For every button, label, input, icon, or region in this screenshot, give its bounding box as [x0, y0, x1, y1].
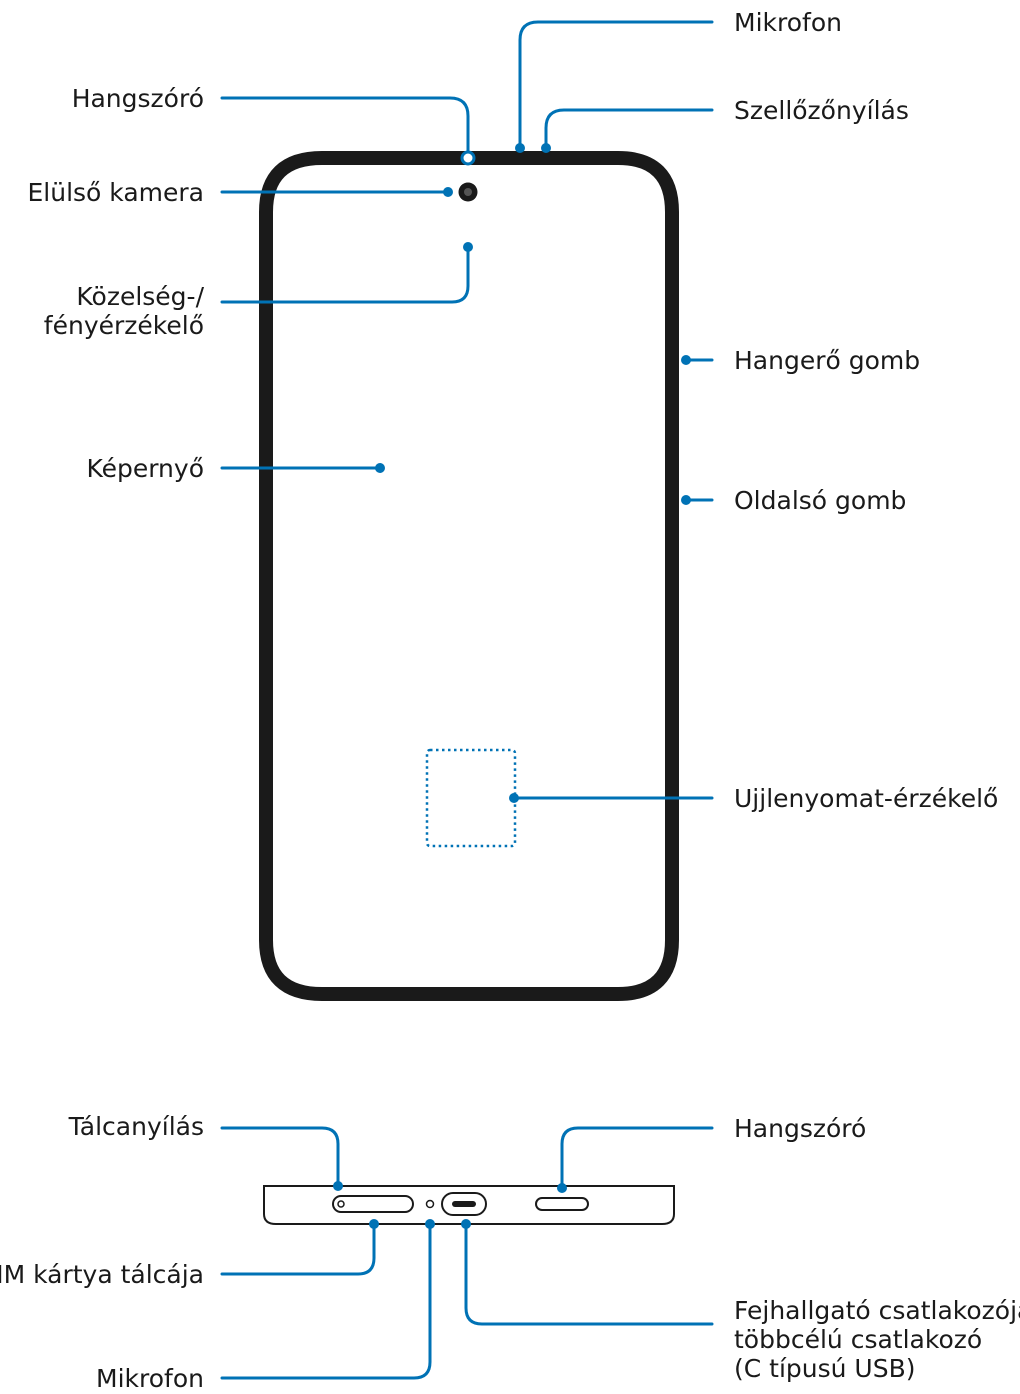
- dot-tray-hole: [333, 1181, 343, 1191]
- label-vent: Szellőzőnyílás: [734, 96, 909, 125]
- usb-port-shape: [441, 1192, 487, 1216]
- fingerprint-area: [425, 748, 517, 848]
- label-tray-hole: Tálcanyílás: [68, 1112, 204, 1141]
- sim-tray-pinhole: [337, 1200, 345, 1208]
- callout-mic-bottom: [220, 1222, 432, 1380]
- callout-proximity: [220, 245, 470, 304]
- dot-volume: [681, 355, 691, 365]
- usb-port-inner: [452, 1201, 476, 1207]
- label-port-line1: Fejhallgató csatlakozója/: [734, 1296, 1020, 1325]
- callout-speaker-top: [220, 96, 470, 154]
- dot-mic-bottom: [425, 1219, 435, 1229]
- label-screen: Képernyő: [86, 454, 204, 483]
- dot-vent: [541, 143, 551, 153]
- phone-bottom-edge: [263, 1185, 675, 1225]
- label-volume-button: Hangerő gomb: [734, 346, 921, 375]
- label-proximity-line2: fényérzékelő: [43, 311, 204, 340]
- label-fingerprint: Ujjlenyomat-érzékelő: [734, 784, 999, 813]
- label-speaker-top: Hangszóró: [71, 84, 204, 113]
- dot-fingerprint: [509, 793, 519, 803]
- label-mic-bottom: Mikrofon: [96, 1364, 204, 1393]
- volume-button-shape: [672, 312, 678, 420]
- mic-bottom-hole: [425, 1199, 435, 1209]
- dot-proximity: [463, 242, 473, 252]
- phone-body-outline: [259, 151, 679, 1001]
- callout-port: [464, 1222, 714, 1326]
- dot-sim-tray: [369, 1219, 379, 1229]
- front-camera-lens-inner: [464, 188, 472, 196]
- callout-sim-tray: [220, 1222, 376, 1276]
- label-port-line2: többcélú csatlakozó: [734, 1325, 983, 1354]
- label-sim-tray: SIM kártya tálcája: [0, 1260, 204, 1289]
- label-speaker-bottom: Hangszóró: [734, 1114, 867, 1143]
- label-side-button: Oldalsó gomb: [734, 486, 907, 515]
- speaker-top-marker: [460, 150, 476, 166]
- dot-port: [461, 1219, 471, 1229]
- speaker-bottom-shape: [535, 1197, 589, 1211]
- side-button-shape: [672, 470, 678, 530]
- sim-tray-shape: [332, 1195, 414, 1213]
- label-front-camera: Elülső kamera: [27, 178, 205, 207]
- callout-vent: [544, 108, 714, 150]
- label-port-line3: (C típusú USB): [734, 1354, 916, 1383]
- dot-mic-top: [515, 143, 525, 153]
- label-proximity-line1: Közelség-/: [76, 282, 204, 311]
- dot-screen: [375, 463, 385, 473]
- dot-speaker-bottom: [557, 1183, 567, 1193]
- callout-tray-hole: [220, 1126, 340, 1188]
- callout-speaker-bottom: [560, 1126, 714, 1190]
- callout-mic-top: [518, 20, 714, 150]
- dot-side: [681, 495, 691, 505]
- dot-front-camera: [443, 187, 453, 197]
- label-mic-top: Mikrofon: [734, 8, 842, 37]
